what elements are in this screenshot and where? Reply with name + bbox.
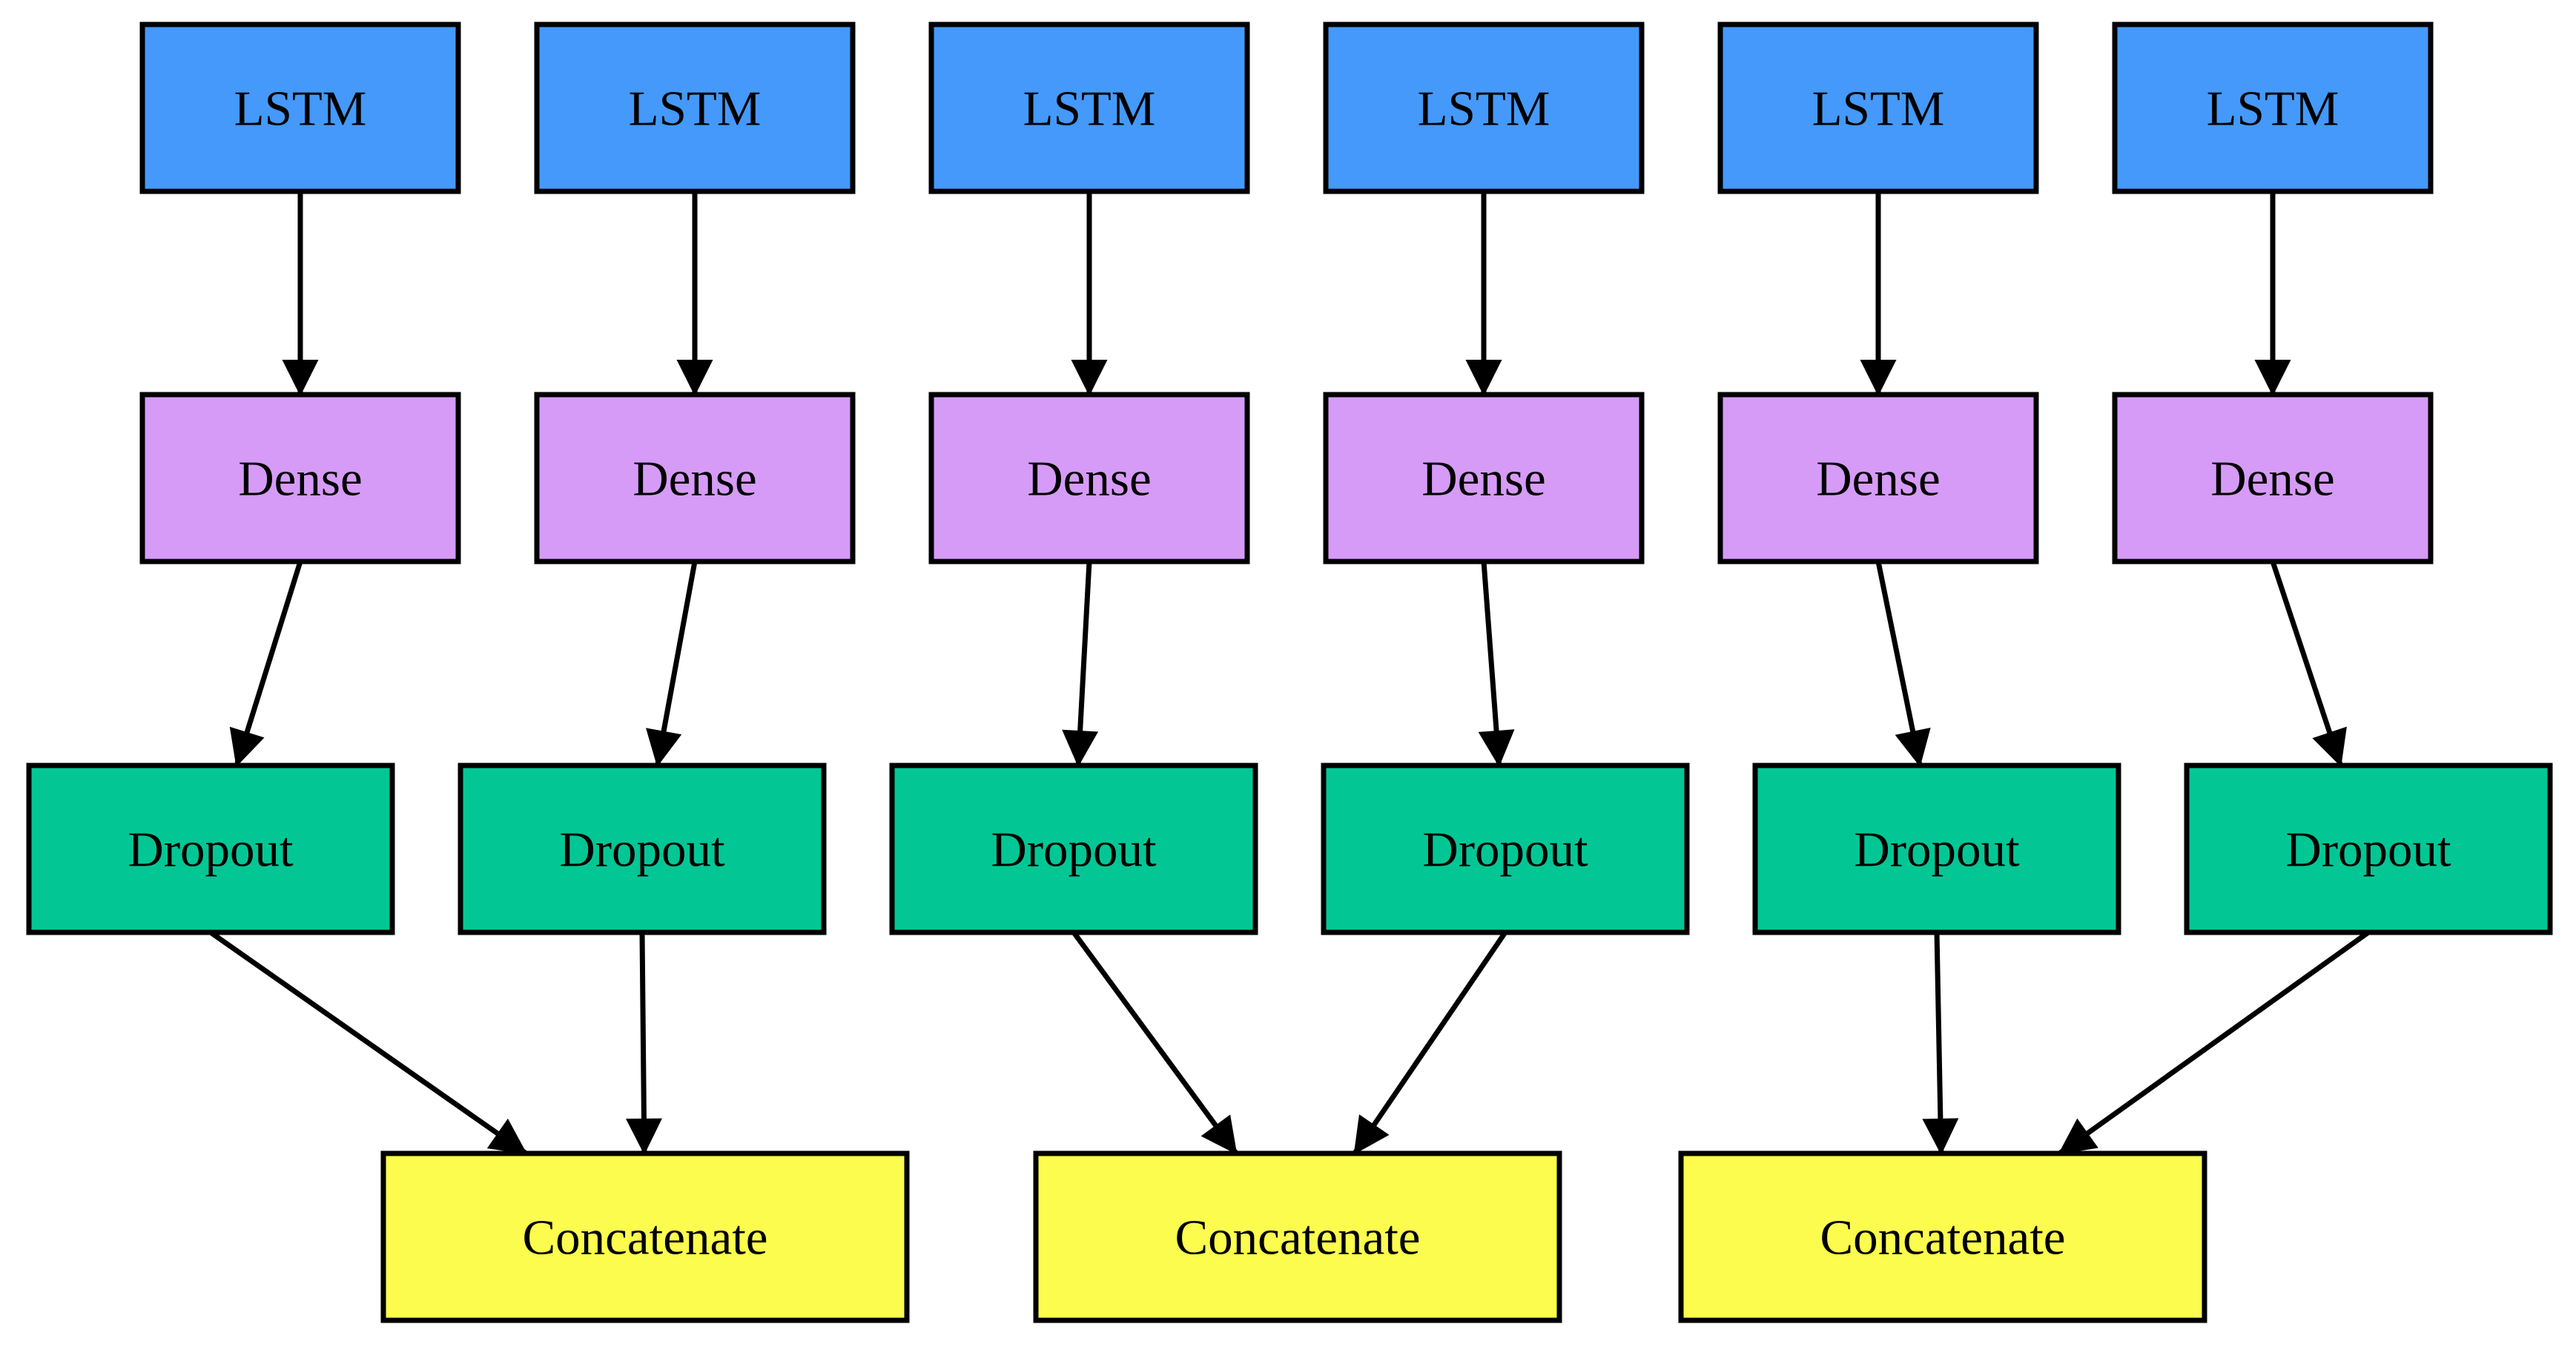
node-dense-4: Dense bbox=[1323, 392, 1645, 564]
node-concatenate-1: Concatenate bbox=[380, 1150, 910, 1323]
edge-dropout-3-to-concatenate-2 bbox=[1071, 930, 1239, 1156]
dense-box bbox=[928, 392, 1250, 564]
node-dropout-2: Dropout bbox=[458, 763, 827, 935]
lstm-box bbox=[139, 22, 461, 194]
node-dense-2: Dense bbox=[534, 392, 856, 564]
edges-layer bbox=[208, 191, 2371, 1156]
dense-box bbox=[2112, 392, 2434, 564]
concatenate-label: Concatenate bbox=[1820, 1210, 2065, 1265]
node-lstm-6: LSTM bbox=[2112, 22, 2434, 194]
edge-dense-4-to-dropout-4 bbox=[1478, 561, 1515, 767]
concatenate-box bbox=[1678, 1150, 2207, 1323]
dense-label: Dense bbox=[2210, 451, 2334, 506]
edge-dense-1-to-dropout-1 bbox=[229, 560, 303, 767]
dropout-box bbox=[26, 763, 395, 935]
node-lstm-2: LSTM bbox=[534, 22, 856, 194]
node-lstm-5: LSTM bbox=[1717, 22, 2039, 194]
lstm-box bbox=[928, 22, 1250, 194]
node-dropout-4: Dropout bbox=[1321, 763, 1690, 935]
node-lstm-3: LSTM bbox=[928, 22, 1250, 194]
dense-box bbox=[139, 392, 461, 564]
lstm-label: LSTM bbox=[1418, 81, 1550, 136]
dense-box bbox=[1717, 392, 2039, 564]
lstm-label: LSTM bbox=[629, 81, 762, 136]
node-dense-3: Dense bbox=[928, 392, 1250, 564]
edge-dense-5-to-dropout-5 bbox=[1875, 561, 1931, 767]
lstm-box bbox=[2112, 22, 2434, 194]
dropout-label: Dropout bbox=[559, 822, 725, 877]
node-dense-6: Dense bbox=[2112, 392, 2434, 564]
lstm-box bbox=[1717, 22, 2039, 194]
dense-box bbox=[534, 392, 856, 564]
lstm-box bbox=[534, 22, 856, 194]
node-dense-1: Dense bbox=[139, 392, 461, 564]
lstm-label: LSTM bbox=[1812, 81, 1945, 136]
node-concatenate-2: Concatenate bbox=[1033, 1150, 1562, 1323]
lstm-box bbox=[1323, 22, 1645, 194]
dense-label: Dense bbox=[633, 451, 756, 506]
dropout-box bbox=[2184, 763, 2553, 935]
dropout-label: Dropout bbox=[128, 822, 294, 877]
edge-dropout-1-to-concatenate-1 bbox=[208, 930, 528, 1156]
edge-dropout-2-to-concatenate-1 bbox=[625, 932, 662, 1155]
node-lstm-4: LSTM bbox=[1323, 22, 1645, 194]
edge-dropout-6-to-concatenate-3 bbox=[2058, 930, 2371, 1156]
dropout-box bbox=[458, 763, 827, 935]
edge-dropout-4-to-concatenate-2 bbox=[1352, 931, 1507, 1155]
dense-box bbox=[1323, 392, 1645, 564]
edge-dense-2-to-dropout-2 bbox=[645, 561, 698, 767]
edge-dense-6-to-dropout-6 bbox=[2270, 560, 2347, 767]
concatenate-label: Concatenate bbox=[522, 1210, 767, 1265]
dense-label: Dense bbox=[1027, 451, 1151, 506]
lstm-label: LSTM bbox=[2207, 81, 2339, 136]
concatenate-box bbox=[380, 1150, 910, 1323]
dropout-label: Dropout bbox=[991, 822, 1157, 877]
lstm-label: LSTM bbox=[1023, 81, 1156, 136]
node-dropout-1: Dropout bbox=[26, 763, 395, 935]
lstm-label: LSTM bbox=[234, 81, 367, 136]
node-dropout-6: Dropout bbox=[2184, 763, 2553, 935]
dropout-label: Dropout bbox=[2285, 822, 2451, 877]
dense-label: Dense bbox=[1816, 451, 1940, 506]
dropout-label: Dropout bbox=[1422, 822, 1588, 877]
dense-label: Dense bbox=[238, 451, 362, 506]
concatenate-label: Concatenate bbox=[1175, 1210, 1420, 1265]
node-dropout-3: Dropout bbox=[889, 763, 1258, 935]
node-dropout-5: Dropout bbox=[1752, 763, 2121, 935]
dropout-box bbox=[1752, 763, 2121, 935]
dropout-box bbox=[1321, 763, 1690, 935]
edge-dropout-5-to-concatenate-3 bbox=[1922, 932, 1959, 1155]
node-lstm-1: LSTM bbox=[139, 22, 461, 194]
dense-label: Dense bbox=[1421, 451, 1545, 506]
dropout-label: Dropout bbox=[1854, 822, 2020, 877]
node-concatenate-3: Concatenate bbox=[1678, 1150, 2207, 1323]
node-dense-5: Dense bbox=[1717, 392, 2039, 564]
edge-dense-3-to-dropout-3 bbox=[1062, 561, 1099, 767]
concatenate-box bbox=[1033, 1150, 1562, 1323]
dropout-box bbox=[889, 763, 1258, 935]
